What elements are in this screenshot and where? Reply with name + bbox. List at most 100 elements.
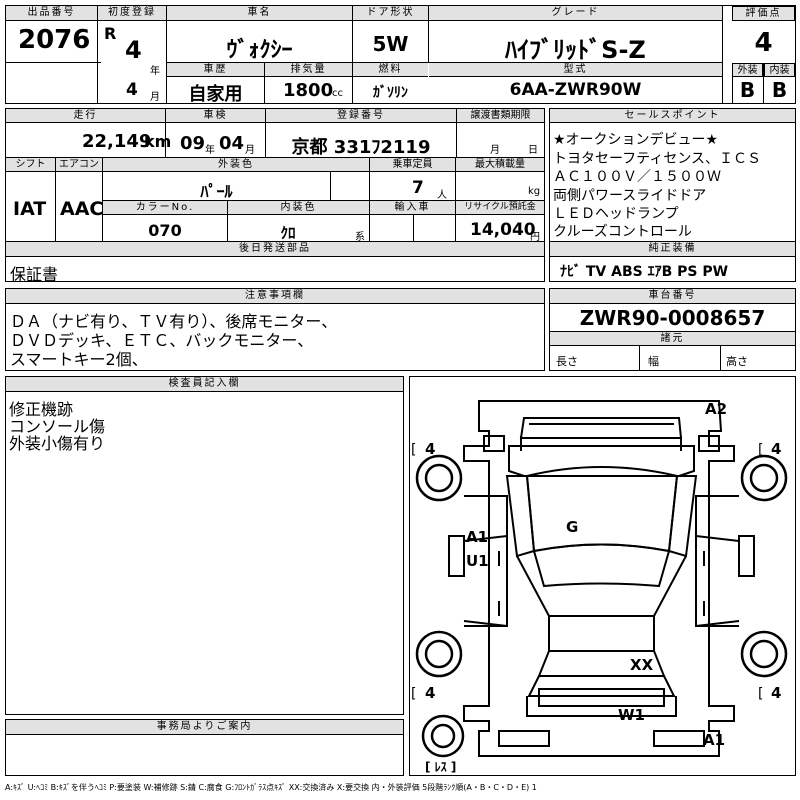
sales-header: セールスポイント — [550, 109, 795, 123]
shift: IAT — [13, 198, 47, 220]
chassis-panel — [549, 288, 796, 371]
mileage: 22,149 — [82, 131, 152, 152]
km-unit: km — [144, 132, 172, 151]
office-panel — [5, 719, 404, 776]
lot-no: 2076 — [18, 25, 91, 55]
fuel-header: 燃料 — [353, 63, 428, 77]
insp-year-unit: 年 — [205, 145, 215, 156]
yen-unit: 円 — [530, 232, 540, 243]
reg-month: 4 — [126, 80, 138, 100]
notes-line-1: ＤＡ（ナビ有り、ＴＶ有り）、後席モニター、 — [10, 312, 338, 331]
ext-header: 外装 — [732, 63, 763, 77]
car-diagram: [ [ [ [ — [411, 400, 788, 758]
svg-text:[: [ — [411, 442, 416, 458]
sales-point-1: ★オークションデビュー★ — [553, 132, 719, 148]
score-header: 評価点 — [732, 6, 795, 21]
sales-point-4: 両側パワースライドドア — [553, 188, 707, 204]
tire-front-left: 4 — [425, 440, 436, 458]
notes-header: 注意事項欄 — [6, 289, 544, 304]
chassis-no: ZWR90-0008657 — [579, 306, 766, 330]
svg-text:[: [ — [758, 442, 763, 458]
displacement: 1800 — [283, 80, 334, 101]
int-color-header: 内装色 — [228, 201, 369, 215]
mark-side-a: A1 — [466, 528, 489, 546]
notes-panel — [5, 288, 545, 371]
inspection-header: 車検 — [166, 109, 265, 123]
std-equip-header: 純正装備 — [550, 242, 795, 257]
sales-point-3: ＡＣ１００Ｖ／１５００Ｗ — [553, 169, 721, 185]
inspector-note-3: 外装小傷有り — [9, 434, 106, 453]
spec-length: 長さ — [556, 355, 578, 368]
sales-point-2: トヨタセーフティセンス、ＩＣＳ — [553, 151, 762, 167]
color-no-header: カラーNo. — [103, 201, 227, 215]
tire-rear-left: 4 — [425, 684, 436, 702]
std-equip: ﾅﾋﾞ TV ABS ｴｱB PS PW — [560, 264, 729, 280]
kei-unit: 系 — [355, 232, 365, 243]
displacement-header: 排気量 — [265, 63, 352, 77]
insp-month-unit: 月 — [245, 145, 255, 156]
mark-roof: G — [566, 518, 579, 536]
kg-unit: kg — [528, 186, 541, 197]
legend: A:ｷｽﾞ U:ﾍｺﾐ B:ｷｽﾞを伴うﾍｺﾐ P:要塗装 W:補修跡 S:錆 … — [5, 783, 537, 792]
mark-front-right: A1 — [703, 731, 726, 749]
car-name-header: 車名 — [167, 6, 352, 21]
notes-line-3: スマートキー2個、 — [10, 350, 148, 369]
header-panel — [5, 5, 796, 104]
max-load-header: 最大積載量 — [456, 158, 544, 172]
ext-color-header: 外装色 — [103, 158, 369, 172]
model-code: 6AA-ZWR90W — [509, 80, 642, 100]
color-no: 070 — [148, 221, 182, 240]
office-header: 事務局よりご案内 — [6, 720, 403, 735]
svg-text:[: [ — [758, 686, 763, 702]
capacity: 7 — [412, 178, 424, 198]
lot-no-header: 出品番号 — [6, 6, 97, 21]
model-code-header: 型式 — [429, 63, 722, 77]
grade-header: グレード — [429, 6, 722, 21]
recycle: 14,040 — [470, 220, 536, 240]
mileage-header: 走行 — [6, 109, 165, 123]
docs-month-unit: 月 — [490, 145, 500, 156]
inspector-note-1: 修正機跡 — [9, 400, 74, 419]
mark-windshield: W1 — [618, 706, 645, 724]
spec-height: 高さ — [726, 355, 748, 368]
svg-text:[: [ — [411, 686, 416, 702]
int-grade: B — [771, 78, 788, 102]
aircon-header: エアコン — [56, 158, 102, 172]
score: 4 — [754, 28, 773, 58]
ext-grade: B — [739, 78, 756, 102]
sales-panel — [549, 108, 796, 282]
spec-width: 幅 — [648, 355, 659, 368]
tire-rear-right: 4 — [771, 684, 782, 702]
inspector-header: 検査員記入欄 — [6, 377, 403, 392]
reg-no-header: 登録番号 — [266, 109, 456, 123]
docs-header: 譲渡書類期限 — [457, 109, 544, 123]
spec-panel — [5, 108, 545, 282]
doors: 5W — [372, 32, 409, 56]
first-reg-header: 初度登録 — [98, 6, 166, 21]
insp-month: 04 — [219, 133, 245, 154]
tire-front-right: 4 — [771, 440, 782, 458]
era: R — [104, 24, 117, 43]
sales-point-5: ＬＥＤヘッドランプ — [553, 206, 679, 222]
cc-unit: cc — [332, 88, 343, 99]
sales-point-6: クルーズコントロール — [553, 224, 692, 240]
specs-header: 諸元 — [550, 332, 795, 346]
later-items: 保証書 — [10, 265, 59, 284]
docs-day-unit: 日 — [528, 145, 538, 156]
ext-color: ﾊﾟｰﾙ — [200, 182, 233, 201]
mark-rear-right: A2 — [705, 400, 728, 418]
reg-year: 4 — [125, 36, 142, 64]
capacity-header: 乗車定員 — [370, 158, 455, 172]
doors-header: ドア形状 — [353, 6, 428, 21]
int-color: ｸﾛ — [280, 224, 296, 242]
notes-line-2: ＤＶＤデッキ、ＥＴＣ、バックモニター、 — [10, 331, 314, 350]
recycle-header: リサイクル預託金 — [456, 201, 544, 215]
year-unit: 年 — [150, 66, 160, 77]
reg-no: 京都 331ﾌ2119 — [291, 137, 431, 158]
fuel: ｶﾞｿﾘﾝ — [373, 85, 408, 101]
person-unit: 人 — [437, 190, 447, 201]
history-header: 車歴 — [167, 63, 264, 77]
inspector-note-2: コンソール傷 — [9, 417, 106, 436]
mark-side-u: U1 — [466, 552, 489, 570]
grade: ﾊｲﾌﾞﾘｯﾄﾞS-Z — [505, 36, 646, 64]
